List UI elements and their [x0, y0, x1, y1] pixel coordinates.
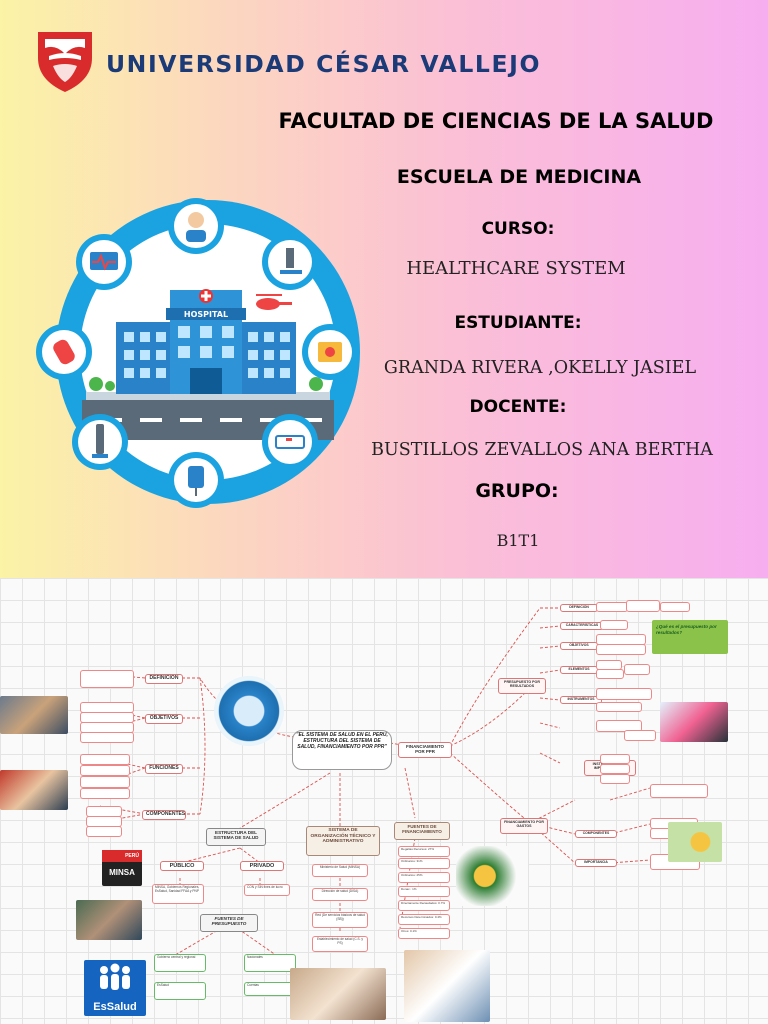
university-logo — [38, 32, 92, 92]
branch-componentes: COMPONENTES — [142, 810, 186, 820]
ppr-sub: DEFINICIÓN — [560, 604, 598, 612]
teacher-label: DOCENTE: — [469, 397, 567, 417]
fuente-gobierno: Gobierno central y regional — [154, 954, 206, 972]
ppr-item: PRESUPUESTO POR RESULTADOS — [498, 678, 546, 694]
group-value: B1T1 — [496, 531, 540, 550]
essalud-label: EsSalud — [93, 1001, 137, 1013]
publico-detail: MINSA, Gobiernos Regionales, EsSalud, Sa… — [152, 884, 204, 904]
global-health-icon — [214, 676, 284, 746]
leaf-box — [600, 620, 628, 630]
student-value: GRANDA RIVERA ,OKELLY JASIEL — [383, 358, 697, 378]
mind-map-sheet: "EL SISTEMA DE SALUD EN EL PERÚ, ESTRUCT… — [0, 578, 768, 1024]
minsa-label: MINSA — [109, 868, 135, 877]
course-value: HEALTHCARE SYSTEM — [406, 258, 626, 279]
leaf-box — [624, 730, 656, 741]
branch-objetivos: OBJETIVOS — [145, 714, 183, 724]
leaf-box — [80, 765, 130, 776]
ppr-heading: FINANCIAMIENTO POR PPR — [398, 742, 452, 758]
minsa-logo: PERÚ MINSA — [102, 850, 142, 886]
course-label: CURSO: — [481, 219, 555, 239]
fuente-essalud: EsSalud — [154, 982, 206, 1000]
fuente-item: Recursos Determinados: 0.4% — [398, 914, 450, 925]
leaf-box — [624, 664, 650, 675]
leaf-box — [596, 702, 642, 712]
privado-detail: CON y SIN fines de lucro — [244, 884, 290, 896]
essalud-logo: EsSalud — [84, 960, 146, 1016]
university-name: UNIVERSIDAD CÉSAR VALLEJO — [106, 50, 542, 78]
branch-funciones: FUNCIONES — [145, 764, 183, 774]
faculty-title: FACULTAD DE CIENCIAS DE LA SALUD — [278, 109, 714, 133]
photo-family — [290, 968, 386, 1020]
leaf-box — [600, 774, 630, 784]
student-label: ESTUDIANTE: — [454, 313, 582, 333]
fuente-nacionales: Nacionales — [244, 954, 296, 972]
hospital-illustration: HOSPITAL — [36, 198, 360, 508]
ppr-question-card: ¿Qué es el presupuesto por resultados? — [652, 620, 728, 654]
fuente-item: Ordinarios: 31% — [398, 858, 450, 869]
leaf-box — [86, 826, 122, 837]
leaf-box — [596, 602, 628, 612]
leaf-box — [596, 720, 642, 732]
leaf-box — [80, 670, 134, 688]
leaf-box — [600, 764, 630, 774]
ppr-sub: IMPORTANCIA — [575, 859, 617, 867]
center-item: Establecimiento de salud (C.S. y PS) — [312, 936, 368, 952]
branch-definicion: DEFINICIÓN — [145, 674, 183, 684]
leaf-box — [596, 644, 646, 655]
leaf-box — [596, 669, 624, 679]
center-item: Ministerio de Salud (MINSA) — [312, 864, 368, 877]
cover-page: UNIVERSIDAD CÉSAR VALLEJO FACULTAD DE CI… — [0, 0, 768, 578]
ppr-item: FINANCIAMIENTO POR GASTOS — [500, 818, 548, 834]
mind-map-central-topic: "EL SISTEMA DE SALUD EN EL PERÚ, ESTRUCT… — [292, 730, 392, 770]
leaf-box — [80, 788, 130, 799]
leaf-box — [626, 600, 660, 612]
publico-node: PÚBLICO — [160, 861, 204, 872]
photo-patients — [76, 900, 142, 940]
photo-health-workers — [0, 696, 68, 734]
fuentes-financiamiento-heading: FUENTES DE FINANCIAMIENTO — [394, 822, 450, 840]
ppr-question: ¿Qué es el presupuesto por resultados? — [656, 624, 717, 635]
coins-illustration — [668, 822, 722, 862]
fuente-item: Donac.: 1% — [398, 886, 450, 897]
leaf-box — [80, 776, 130, 788]
fuente-cuentas: Cuentas — [244, 982, 296, 996]
leaf-box — [600, 754, 630, 764]
fuente-item: Regalías Recursos: 27% — [398, 846, 450, 857]
ppr-sub: COMPONENTES — [575, 830, 617, 838]
school-title: ESCUELA DE MEDICINA — [396, 166, 642, 188]
leaf-box — [80, 754, 130, 765]
center-item: Dirección de salud (DISA) — [312, 888, 368, 901]
peru-label: PERÚ — [102, 850, 142, 862]
leaf-box — [596, 688, 652, 700]
organizacion-heading: SISTEMA DE ORGANIZACIÓN TÉCNICO Y ADMINI… — [306, 826, 380, 856]
ppr-sub: CARACTERÍSTICAS — [560, 622, 604, 630]
fuentes-presupuesto-heading: FUENTES DE PRESUPUESTO — [200, 914, 258, 932]
fuente-item: Directamente Recaudados: 0.7% — [398, 900, 450, 911]
fuente-item: Otros: 0.1% — [398, 928, 450, 939]
hospital-sign: HOSPITAL — [184, 310, 228, 319]
privado-node: PRIVADO — [240, 861, 284, 872]
leaf-box — [650, 784, 708, 798]
structure-heading: ESTRUCTURA DEL SISTEMA DE SALUD — [206, 828, 266, 846]
fuente-item: Ordinarios: 25% — [398, 872, 450, 883]
money-illustration — [456, 846, 528, 906]
group-label: GRUPO: — [475, 480, 559, 502]
teacher-value: BUSTILLOS ZEVALLOS ANA BERTHA — [371, 440, 713, 460]
photo-doctor-child — [404, 950, 490, 1022]
photo-medical-staff — [0, 770, 68, 810]
ppr-sub: OBJETIVOS — [560, 642, 598, 650]
ppr-sub: ELEMENTOS — [560, 666, 598, 674]
leaf-box — [660, 602, 690, 612]
balance-illustration — [660, 702, 728, 742]
mind-map-connectors — [99, 607, 651, 959]
center-item: Red (De servicios básicos de salud (SB)) — [312, 912, 368, 928]
leaf-box — [80, 732, 134, 743]
